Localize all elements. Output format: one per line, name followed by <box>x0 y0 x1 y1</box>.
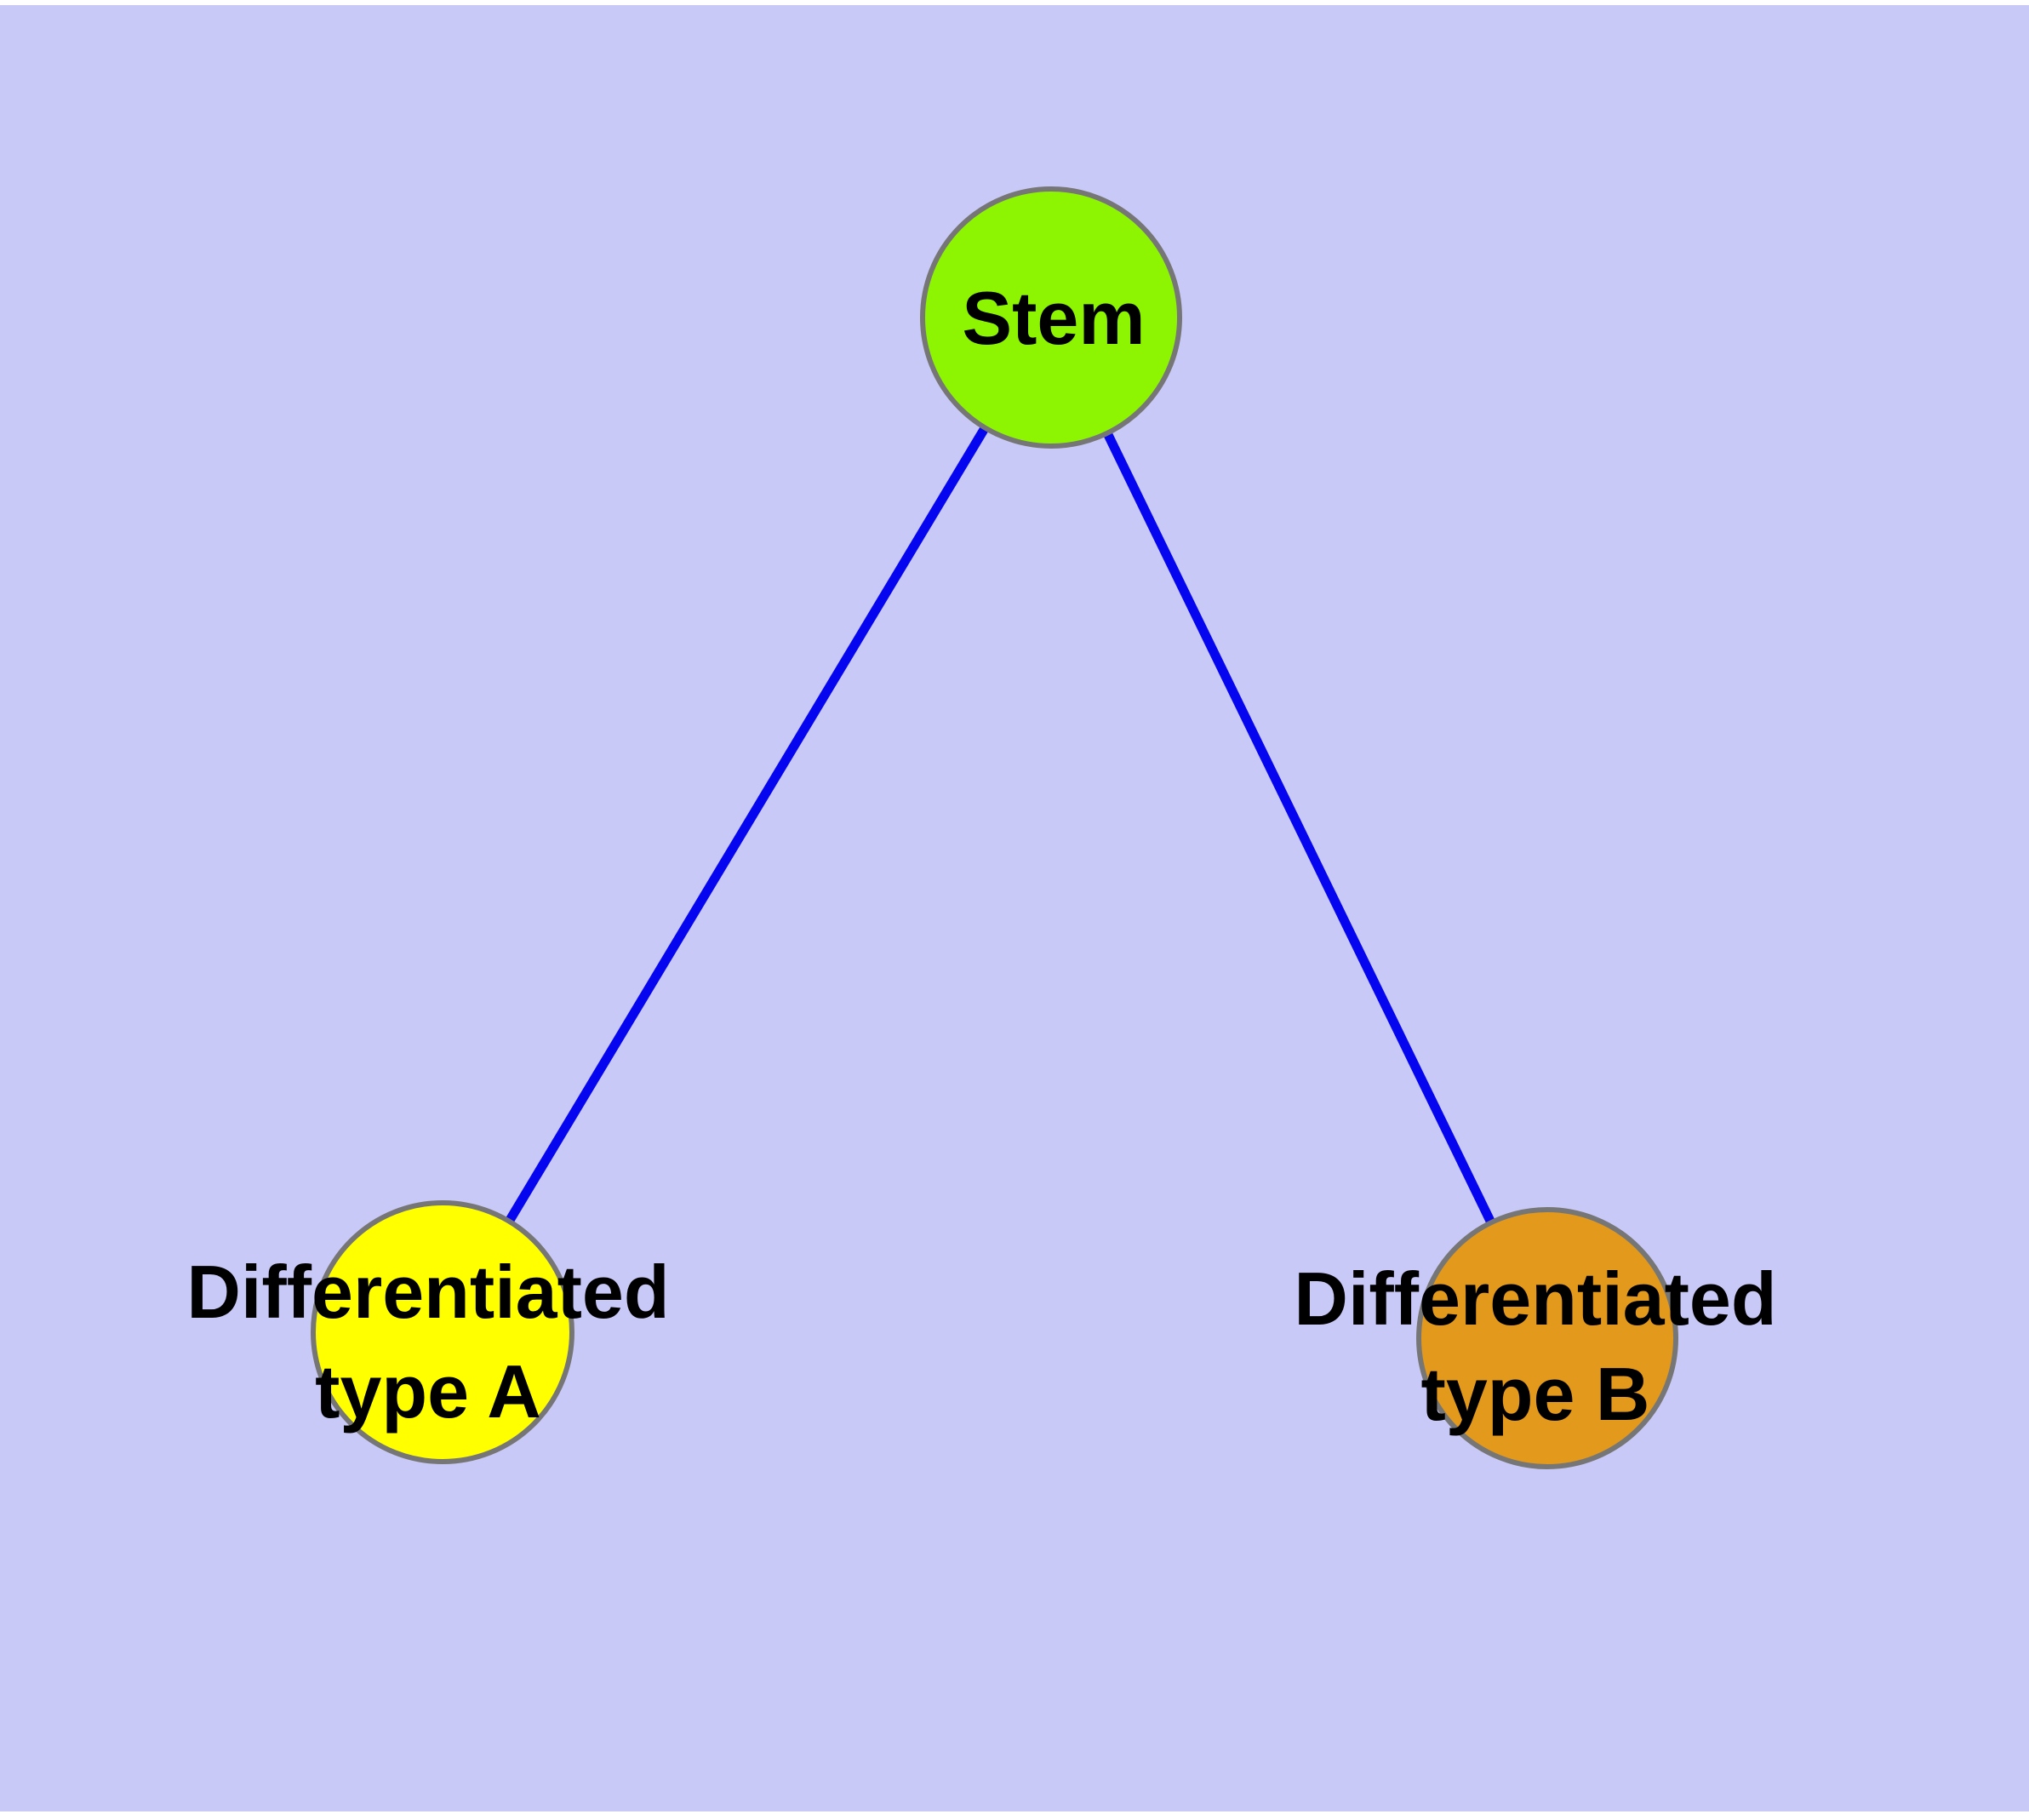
node-type-a-label-line1: Differentiated <box>186 1250 669 1334</box>
edge-stem-to-type-b <box>1047 315 1552 1341</box>
node-differentiated-type-b <box>1416 1207 1678 1469</box>
node-type-b-label-line2: type B <box>1421 1352 1650 1436</box>
node-type-b-label-line1: Differentiated <box>1294 1256 1776 1341</box>
node-differentiated-type-a <box>311 1200 574 1464</box>
node-stem-label: Stem <box>962 276 1145 360</box>
node-stem <box>920 186 1182 449</box>
edge-stem-to-type-a <box>438 315 1055 1335</box>
node-type-a-label-line2: type A <box>315 1349 541 1434</box>
